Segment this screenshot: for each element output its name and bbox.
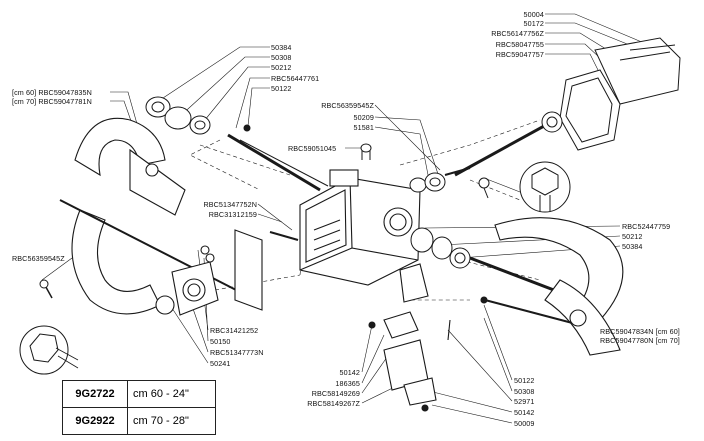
- label-rbc56359545z-left: RBC56359545Z: [12, 254, 65, 263]
- label-50384-right: 50384: [622, 242, 643, 251]
- label-rbc31312159: RBC31312159: [208, 210, 257, 219]
- right-rotor-arm: [480, 217, 624, 356]
- model-size: cm 60 - 24": [133, 388, 189, 400]
- label-50122-bottom: 50122: [514, 376, 535, 385]
- model-code: 9G2722: [63, 381, 128, 407]
- mid-bearings: [360, 143, 471, 193]
- label-50308-top: 50308: [271, 53, 292, 62]
- label-rbc59047757: RBC59047757: [495, 50, 544, 59]
- left-rotor-arm: [59, 117, 241, 315]
- model-code: 9G2922: [63, 408, 128, 434]
- label-52971: 52971: [514, 397, 535, 406]
- label-rbc52447759: RBC52447759: [622, 222, 671, 231]
- label-rbc58149267z: RBC58149267Z: [307, 399, 360, 408]
- label-rbc56147756z: RBC56147756Z: [491, 29, 544, 38]
- label-50009: 50009: [514, 419, 535, 428]
- label-rbc59047781n: [cm 70] RBC59047781N: [12, 97, 92, 106]
- label-50004: 50004: [523, 10, 544, 19]
- label-rbc31421252: RBC31421252: [210, 326, 259, 335]
- model-size-table: 9G2722 cm 60 - 24" 9G2922 cm 70 - 28": [62, 380, 216, 435]
- label-51581: 51581: [353, 123, 374, 132]
- left-flange: [171, 229, 299, 316]
- label-50212-right: 50212: [622, 232, 643, 241]
- left-bolt-inset: [19, 279, 79, 375]
- top-bearings: [145, 96, 329, 192]
- label-rbc56359545z-mid: RBC56359545Z: [321, 101, 374, 110]
- label-rbc58149269: RBC58149269: [311, 389, 360, 398]
- label-186365: 186365: [335, 379, 360, 388]
- label-50122-top: 50122: [271, 84, 292, 93]
- label-rbc58047755: RBC58047755: [495, 40, 544, 49]
- label-50384-top: 50384: [271, 43, 292, 52]
- label-rbc59047834n: RBC59047834N [cm 60]: [600, 327, 680, 336]
- label-50308-bottom: 50308: [514, 387, 535, 396]
- label-50150: 50150: [210, 337, 231, 346]
- bottom-skid: [368, 263, 451, 412]
- label-50142-center: 50142: [339, 368, 360, 377]
- leader-lines: [41, 13, 681, 424]
- model-row: 9G2922 cm 70 - 28": [63, 408, 215, 434]
- label-rbc51347773n: RBC51347773N: [210, 348, 264, 357]
- label-rbc59047780n: RBC59047780N [cm 70]: [600, 336, 680, 345]
- top-shaft: [454, 111, 563, 177]
- model-row: 9G2722 cm 60 - 24": [63, 381, 215, 408]
- label-rbc59051045: RBC59051045: [288, 144, 337, 153]
- label-50209: 50209: [353, 113, 374, 122]
- label-rbc51347752n: RBC51347752N: [203, 200, 257, 209]
- label-rbc59047835n: [cm 60] RBC59047835N: [12, 88, 92, 97]
- label-50142-right: 50142: [514, 408, 535, 417]
- label-50241: 50241: [210, 359, 231, 368]
- bolt-detail-inset: [478, 161, 571, 213]
- cover-plate: [559, 37, 681, 151]
- label-50212-top: 50212: [271, 63, 292, 72]
- gearbox-housing: [299, 169, 421, 286]
- label-rbc56447761: RBC56447761: [271, 74, 320, 83]
- label-50172: 50172: [523, 19, 544, 28]
- model-size: cm 70 - 28": [133, 415, 189, 427]
